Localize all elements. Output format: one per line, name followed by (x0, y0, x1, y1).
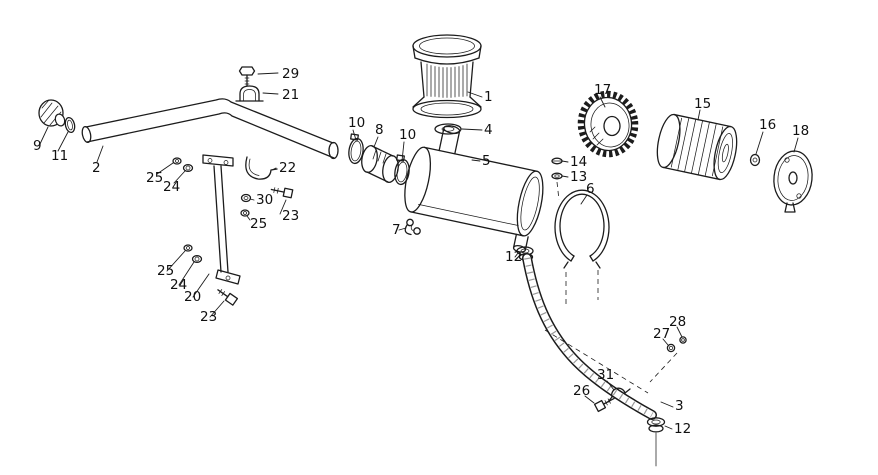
part-label-30: 30 (256, 192, 273, 208)
part-11-ring (64, 116, 76, 134)
part-5-air-cleaner-body (404, 125, 544, 253)
part-25-nut-upper (172, 157, 182, 165)
part-29-bolt (238, 66, 256, 87)
part-8-hose-connector (361, 144, 399, 184)
part-label-13: 13 (570, 169, 587, 185)
part-label-12b: 12 (674, 421, 691, 437)
part-25-washer-lower (183, 244, 193, 252)
part-13-washer (551, 172, 563, 180)
part-18-end-cover (773, 150, 813, 213)
part-24-washer-upper (182, 163, 194, 173)
assembly-line-screws (556, 181, 560, 201)
part-10-clamp-left (348, 133, 364, 165)
part-7-clamp (404, 218, 421, 236)
part-16-bolt (749, 153, 761, 167)
part-label-10a: 10 (348, 115, 365, 131)
part-label-24b: 24 (170, 277, 187, 293)
part-label-15: 15 (694, 96, 711, 112)
part-15-filter-element (656, 113, 738, 181)
part-label-3: 3 (675, 398, 684, 414)
part-4-washer (434, 123, 462, 135)
part-1-cap-assembly (412, 34, 482, 119)
part-label-9: 9 (33, 138, 42, 154)
part-label-23a: 23 (282, 208, 299, 224)
part-17-toothed-ring (577, 90, 639, 158)
part-label-20: 20 (184, 289, 201, 305)
part-27-nut (666, 343, 676, 353)
assembly-axis-line (544, 329, 649, 394)
part-label-12a: 12 (505, 249, 522, 265)
assembly-line-nut (649, 352, 678, 383)
part-label-24a: 24 (163, 179, 180, 195)
part-label-2: 2 (92, 160, 101, 176)
part-label-25a: 25 (146, 170, 163, 186)
part-22-clamp-saddle (245, 156, 278, 180)
part-30-nut (240, 193, 252, 203)
part-label-31: 31 (597, 367, 614, 383)
part-21-pipe-clamp (235, 85, 264, 102)
part-25-washer-mid (240, 209, 250, 217)
part-label-1: 1 (484, 89, 493, 105)
part-label-17: 17 (594, 82, 611, 98)
part-label-5: 5 (482, 153, 491, 169)
part-23-bolt-upper (270, 187, 294, 199)
part-23-bolt-lower (217, 289, 239, 306)
part-label-28: 28 (669, 314, 686, 330)
part-3-hose (522, 253, 657, 420)
part-label-27: 27 (653, 326, 670, 342)
part-14-screw (551, 157, 563, 165)
part-label-11: 11 (51, 148, 68, 164)
part-label-21: 21 (282, 87, 299, 103)
part-12-fitting-lower (646, 417, 666, 467)
leader-lines (39, 72, 799, 430)
part-label-18: 18 (792, 123, 809, 139)
part-label-8: 8 (375, 122, 384, 138)
support-strap-bracket (202, 154, 241, 285)
part-label-10b: 10 (399, 127, 416, 143)
part-6-band-clamp (554, 189, 610, 269)
part-label-26: 26 (573, 383, 590, 399)
part-24-washer-lower (191, 254, 203, 264)
part-label-16: 16 (759, 117, 776, 133)
part-label-6: 6 (586, 181, 595, 197)
part-labels: 29 21 9 11 2 25 24 22 30 23 25 10 8 10 1… (33, 66, 809, 437)
part-label-25c: 25 (157, 263, 174, 279)
part-label-29: 29 (282, 66, 299, 82)
part-label-4: 4 (484, 122, 493, 138)
part-label-14: 14 (570, 154, 587, 170)
part-label-7: 7 (392, 222, 401, 238)
part-28-washer (679, 336, 687, 344)
part-label-23b: 23 (200, 309, 217, 325)
part-9-breather-cap (38, 99, 66, 127)
part-2-intake-pipe (81, 98, 339, 160)
part-label-25b: 25 (250, 216, 267, 232)
part-10-clamp-right (394, 154, 410, 186)
part-26-bolt (593, 397, 615, 413)
part-label-22: 22 (279, 160, 296, 176)
